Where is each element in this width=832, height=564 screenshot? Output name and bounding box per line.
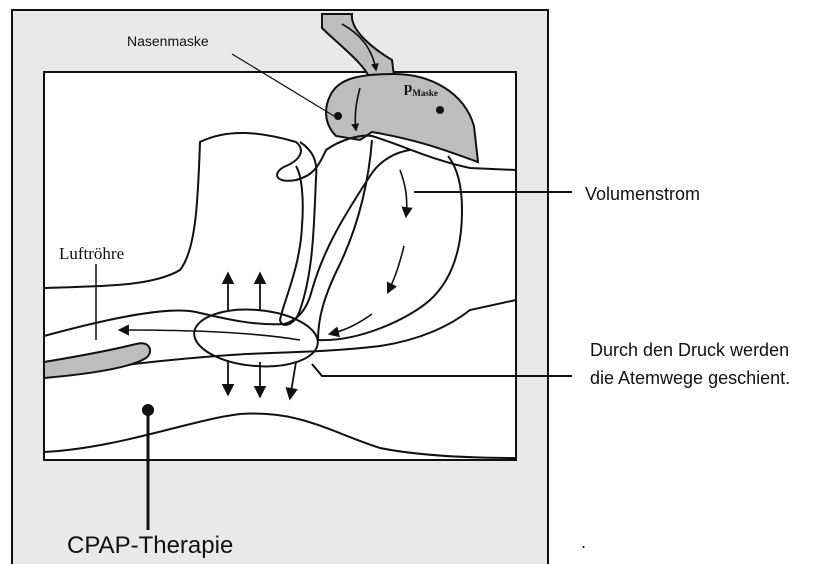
label-volumenstrom: Volumenstrom	[585, 184, 700, 205]
mask-dot-left	[334, 112, 342, 120]
label-nasenmaske: Nasenmaske	[127, 33, 209, 49]
label-maske-subscript: Maske	[412, 88, 438, 98]
label-p-maske: pMaske	[404, 80, 438, 98]
label-luftroehre: Luftröhre	[59, 244, 124, 264]
label-cpap-therapie: CPAP-Therapie	[67, 532, 233, 560]
label-druck-line2: die Atemwege geschient.	[590, 368, 790, 389]
cpap-dot	[142, 404, 154, 416]
stray-dot: .	[581, 532, 586, 553]
mask-dot-right	[436, 106, 444, 114]
label-druck-line1: Durch den Druck werden	[590, 340, 789, 361]
